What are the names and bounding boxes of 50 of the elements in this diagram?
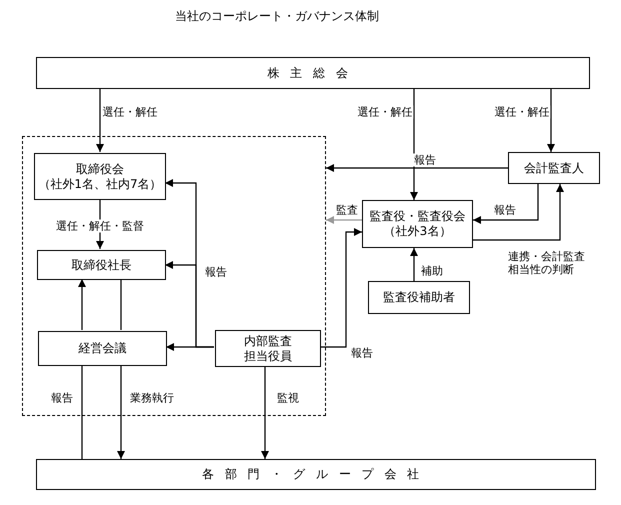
arrow: [166, 343, 214, 351]
arrow: [473, 184, 539, 224]
edge-label: 報告: [493, 204, 517, 216]
org-box: [36, 57, 590, 89]
box-sublabel: （社外1名、社内7名）: [38, 176, 162, 192]
arrow: [410, 89, 418, 200]
arrow: [96, 89, 104, 152]
arrow: [78, 279, 86, 330]
dashed-group-frame: [22, 136, 326, 416]
box-label: 取締役会: [76, 162, 124, 176]
arrow: [547, 89, 555, 152]
box-label: 会計監査人: [524, 160, 584, 176]
arrow: [473, 184, 564, 241]
arrow: [117, 365, 125, 459]
arrow: [261, 366, 269, 459]
org-box: [36, 459, 596, 490]
edge-label: 報告: [350, 346, 374, 360]
edge-label: 報告: [413, 154, 437, 166]
box-label: 取締役社長: [72, 258, 132, 272]
box-label: 監査役・監査役会: [370, 209, 466, 224]
edge-label: 選任・解任: [494, 106, 550, 118]
box-label: 経営会議: [78, 341, 126, 356]
arrow: [326, 164, 508, 172]
edge-label: 補助: [420, 264, 444, 278]
org-box: [37, 250, 166, 280]
box-label: 内部監査担当役員: [242, 334, 293, 364]
arrow: [326, 216, 362, 224]
edge-label: 報告: [50, 392, 74, 404]
arrow: [410, 248, 418, 281]
connector-line: [81, 365, 83, 459]
edge-label: 監査: [335, 204, 359, 216]
box-label: 監査役補助者: [383, 290, 455, 305]
org-box: [508, 152, 600, 184]
box-sublabel: （社外3名）: [384, 224, 452, 239]
org-box: [34, 153, 166, 200]
org-box: [215, 330, 321, 367]
edge-label: 監視: [276, 392, 300, 404]
org-box: [362, 200, 473, 248]
edge-label: 業務執行: [129, 392, 175, 404]
arrow: [320, 228, 362, 348]
org-box: [368, 281, 470, 314]
org-box: [38, 331, 167, 366]
edge-label: 選任・解任: [356, 106, 414, 118]
edge-label: 選任・解任・監督: [55, 220, 145, 232]
edge-label: 報告: [204, 266, 228, 278]
connector-line: [120, 279, 122, 330]
diagram-title: 当社のコーポレート・ガバナンス体制: [175, 8, 379, 25]
box-label: 各部門・グループ会社: [202, 467, 430, 482]
box-label: 株主総会: [267, 66, 359, 80]
edge-label: 選任・解任: [102, 106, 158, 118]
